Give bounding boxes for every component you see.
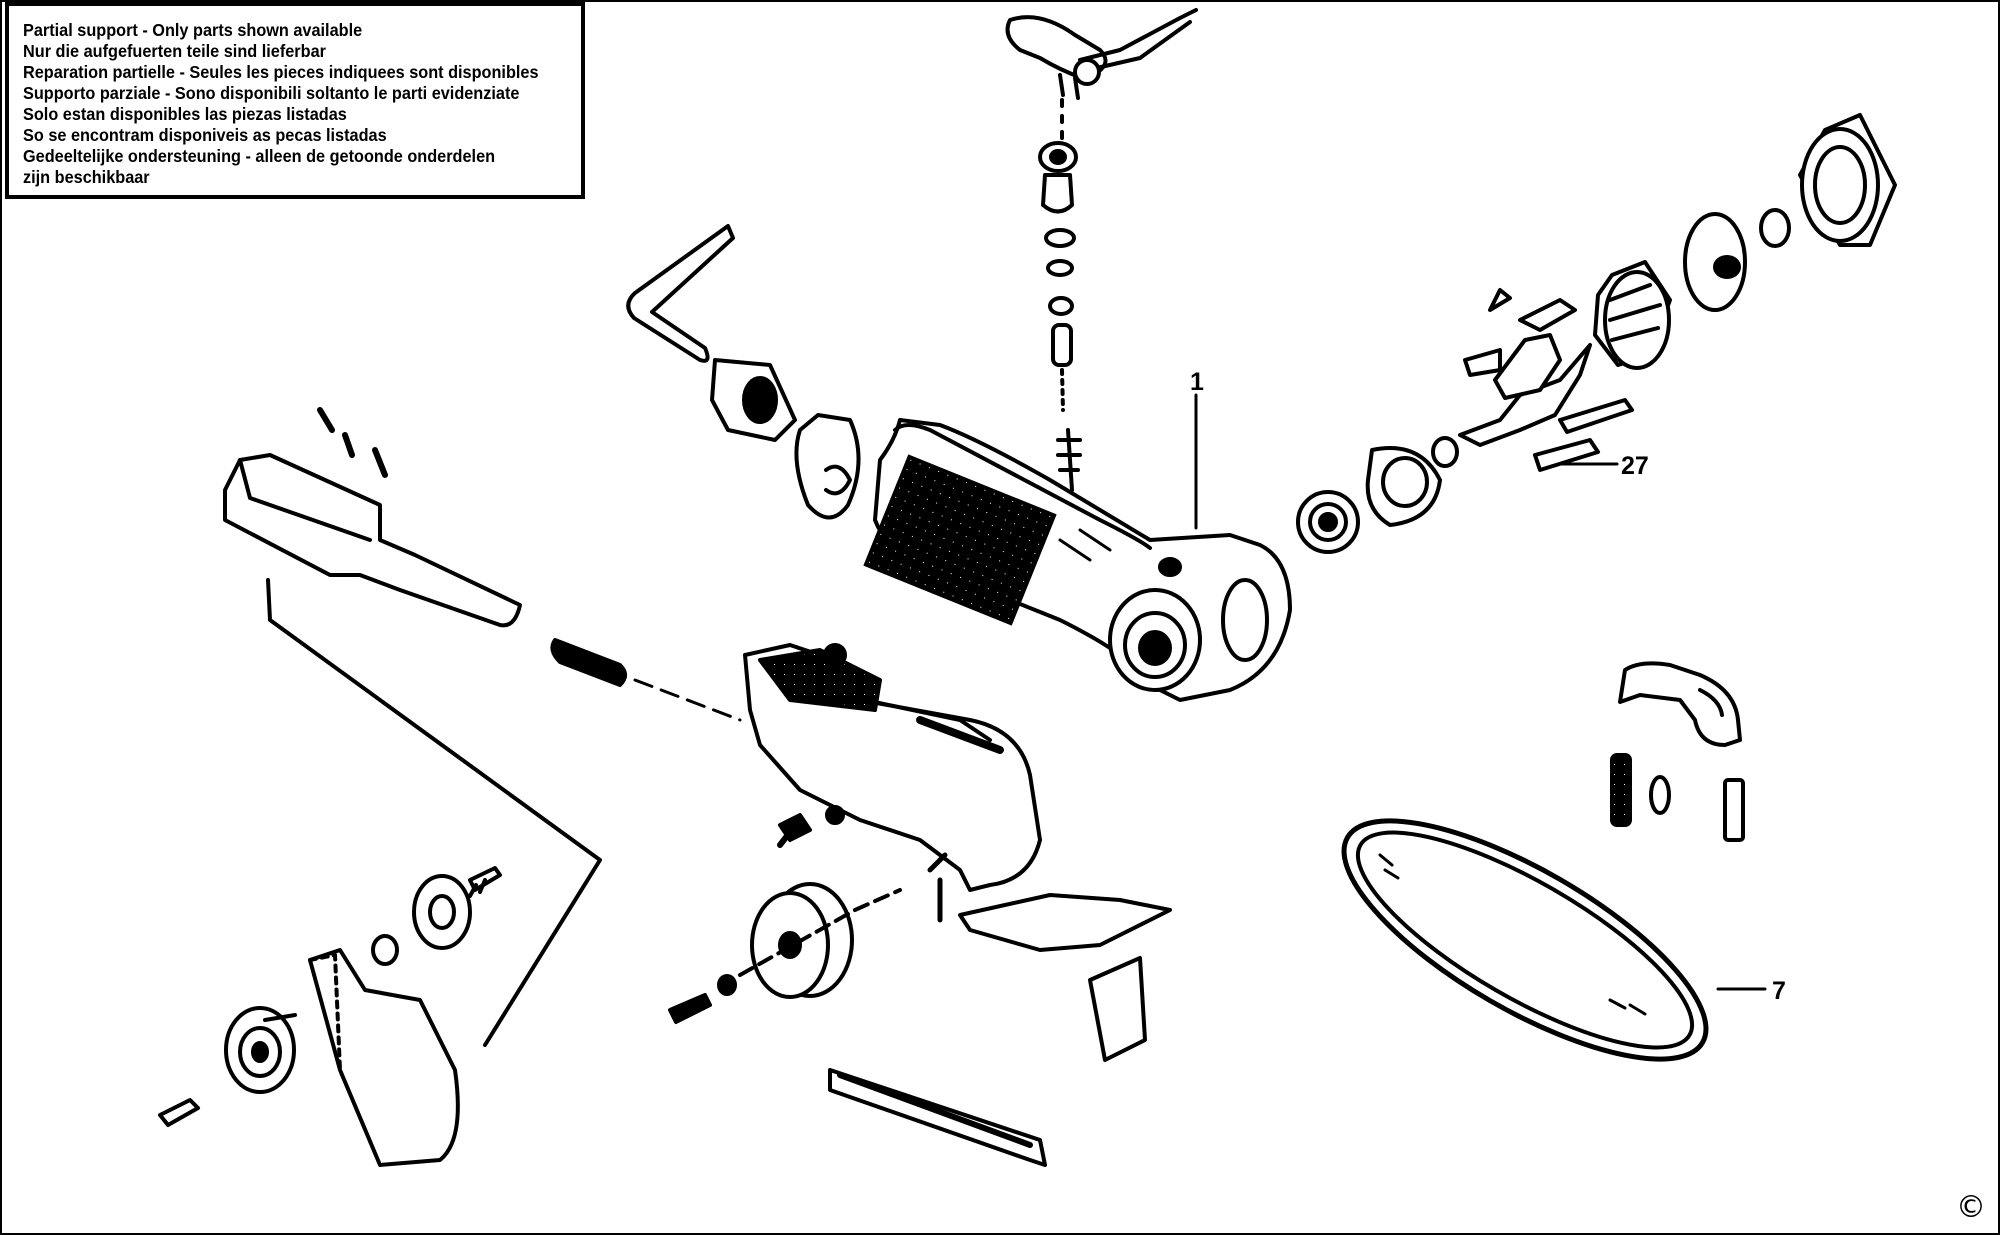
notice-line-pt: So se encontram disponiveis as pecas lis… xyxy=(23,125,387,145)
spindle-lever-assembly xyxy=(1005,8,1198,492)
drive-wheel xyxy=(668,882,902,1024)
abrasive-belt xyxy=(1341,818,1709,1062)
belt-arm xyxy=(743,643,1042,923)
intake-cap xyxy=(710,358,861,520)
callout-7: 7 xyxy=(1772,977,1786,1005)
notice-line-de: Nur die aufgefuerten teile sind lieferba… xyxy=(23,41,326,61)
motor-housing xyxy=(863,418,1292,702)
leader-lines xyxy=(1194,393,1767,991)
notice-line-fr: Reparation partielle - Seules les pieces… xyxy=(23,62,539,82)
notice-line-es: Solo estan disponibles las piezas listad… xyxy=(23,104,347,124)
callout-27: 27 xyxy=(1621,452,1649,480)
hex-key xyxy=(626,224,735,363)
notice-line-nl-cont: zijn beschikbaar xyxy=(23,167,150,187)
copyright-mark: © xyxy=(1956,1190,1986,1225)
motor-parts-right xyxy=(1296,113,1897,554)
notice-line-it: Supporto parziale - Sono disponibili sol… xyxy=(23,83,520,103)
notice-line-en: Partial support - Only parts shown avail… xyxy=(23,20,363,40)
belt-guard-parts xyxy=(1610,661,1745,842)
front-handle xyxy=(223,407,742,722)
platen-parts xyxy=(828,893,1172,1167)
callout-1: 1 xyxy=(1190,368,1204,396)
notice-line-nl: Gedeeltelijke ondersteuning - alleen de … xyxy=(23,146,496,166)
idler-wheel-assembly xyxy=(158,578,602,1167)
partial-support-notice: Partial support - Only parts shown avail… xyxy=(5,2,585,199)
